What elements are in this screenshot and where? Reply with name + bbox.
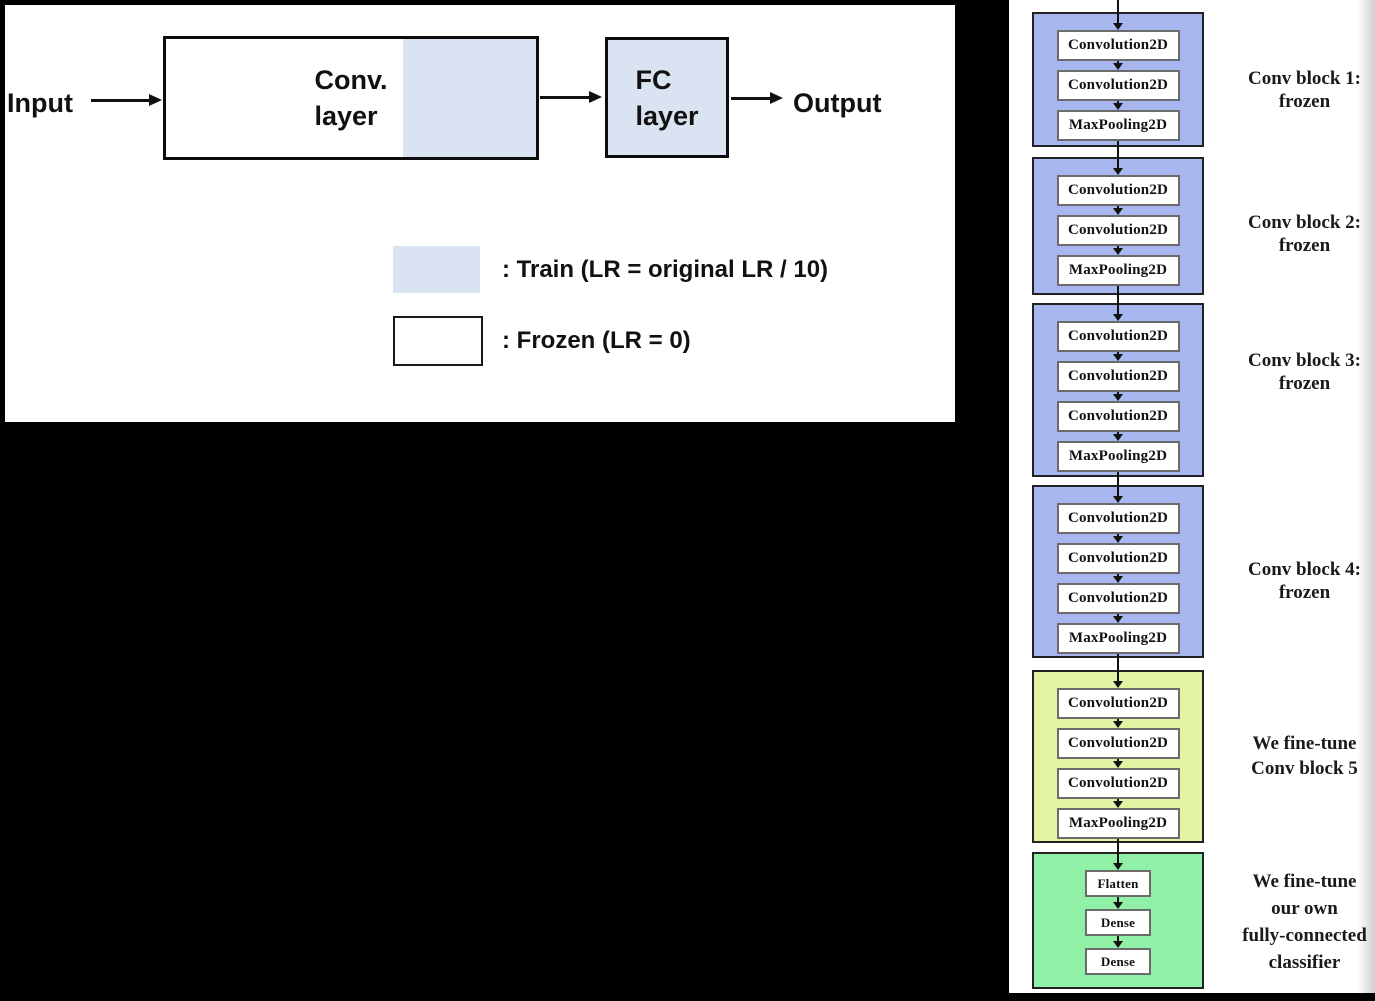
- layer-box: MaxPooling2D: [1056, 441, 1180, 472]
- connector-line: [1117, 0, 1119, 14]
- connector-line: [1117, 136, 1119, 159]
- label-line: We fine-tune: [1252, 871, 1357, 892]
- down-arrow-icon: [1034, 431, 1202, 441]
- layer-box: Convolution2D: [1056, 583, 1180, 614]
- label-line: Conv block 3:: [1248, 350, 1361, 371]
- fc-label-line2: layer: [635, 100, 699, 131]
- down-arrow-icon: [1034, 484, 1202, 503]
- down-arrow-icon: [1034, 302, 1202, 321]
- down-arrow-icon: [1034, 60, 1202, 70]
- layer-box: Convolution2D: [1056, 215, 1180, 246]
- label-line: frozen: [1278, 235, 1331, 256]
- layer-box: Convolution2D: [1056, 70, 1180, 101]
- block-label-2: Conv block 2: frozen: [1234, 211, 1375, 257]
- layer-box: MaxPooling2D: [1056, 110, 1180, 141]
- label-line: Conv block 5: [1251, 758, 1358, 779]
- conv-block-1: Convolution2D Convolution2D MaxPooling2D: [1032, 11, 1204, 147]
- down-arrow-icon: [1034, 669, 1202, 688]
- layer-box: Convolution2D: [1056, 503, 1180, 534]
- block-label-4: Conv block 4: frozen: [1234, 558, 1375, 604]
- label-line: Conv block 4:: [1248, 559, 1361, 580]
- legend-train-label: : Train (LR = original LR / 10): [502, 256, 829, 283]
- layer-box: Convolution2D: [1056, 321, 1180, 352]
- down-arrow-icon: [1034, 896, 1202, 909]
- label-line: frozen: [1278, 373, 1331, 394]
- layer-box: MaxPooling2D: [1056, 623, 1180, 654]
- right-arrow-icon: [731, 92, 783, 105]
- fc-label-line1: FC: [635, 64, 672, 95]
- layer-box: Convolution2D: [1056, 728, 1180, 759]
- block-label-3: Conv block 3: frozen: [1234, 349, 1375, 395]
- right-arrow-icon: [91, 94, 162, 107]
- right-arrow-icon: [540, 91, 602, 104]
- label-line: Conv block 2:: [1248, 212, 1361, 233]
- layer-box: Dense: [1085, 948, 1151, 975]
- down-arrow-icon: [1034, 613, 1202, 623]
- down-arrow-icon: [1034, 245, 1202, 255]
- conv-layer-box-label: Conv. layer: [315, 62, 388, 134]
- down-arrow-icon: [1034, 533, 1202, 543]
- connector-line: [1117, 647, 1119, 672]
- layer-box: Convolution2D: [1056, 543, 1180, 574]
- label-line: frozen: [1278, 91, 1331, 112]
- layer-box: MaxPooling2D: [1056, 255, 1180, 286]
- block-label-1: Conv block 1: frozen: [1234, 67, 1375, 113]
- layer-box: Convolution2D: [1056, 768, 1180, 799]
- conv-layer-box: Conv. layer: [163, 36, 539, 160]
- layer-box: MaxPooling2D: [1056, 808, 1180, 839]
- down-arrow-icon: [1034, 100, 1202, 110]
- legend-frozen-label: : Frozen (LR = 0): [502, 327, 691, 354]
- page-edge-shade: [1358, 0, 1375, 993]
- label-line: our own: [1271, 898, 1338, 919]
- input-label: Input: [7, 88, 73, 118]
- label-line: Conv block 1:: [1248, 68, 1361, 89]
- block-label-5: We fine-tune Conv block 5: [1234, 731, 1375, 781]
- flow-diagram-panel: Input Conv. layer FC layer Output : Trai…: [5, 5, 955, 422]
- down-arrow-icon: [1034, 718, 1202, 728]
- down-arrow-icon: [1034, 205, 1202, 215]
- connector-line: [1117, 466, 1119, 487]
- layer-box: Convolution2D: [1056, 688, 1180, 719]
- layer-box: Convolution2D: [1056, 175, 1180, 206]
- conv-block-3: Convolution2D Convolution2D Convolution2…: [1032, 302, 1204, 477]
- conv-block-4: Convolution2D Convolution2D Convolution2…: [1032, 484, 1204, 658]
- fc-layer-box-label: FC layer: [635, 62, 698, 134]
- down-arrow-icon: [1034, 798, 1202, 808]
- down-arrow-icon: [1034, 851, 1202, 870]
- output-label: Output: [793, 88, 882, 118]
- label-line: classifier: [1268, 952, 1341, 973]
- down-arrow-icon: [1034, 351, 1202, 361]
- layer-box: Convolution2D: [1056, 401, 1180, 432]
- architecture-panel: Convolution2D Convolution2D MaxPooling2D…: [1009, 0, 1375, 993]
- label-line: frozen: [1278, 582, 1331, 603]
- layer-box: Flatten: [1085, 870, 1151, 897]
- down-arrow-icon: [1034, 11, 1202, 30]
- down-arrow-icon: [1034, 935, 1202, 948]
- layer-box: Convolution2D: [1056, 361, 1180, 392]
- down-arrow-icon: [1034, 573, 1202, 583]
- block-label-6: We fine-tune our own fully-connected cla…: [1234, 868, 1375, 976]
- label-line: We fine-tune: [1252, 733, 1357, 754]
- legend-train-swatch: [393, 246, 480, 293]
- down-arrow-icon: [1034, 758, 1202, 768]
- fc-layer-box: FC layer: [605, 37, 729, 158]
- label-line: fully-connected: [1242, 925, 1367, 946]
- down-arrow-icon: [1034, 156, 1202, 175]
- connector-line: [1117, 832, 1119, 854]
- connector-line: [1117, 284, 1119, 305]
- conv-label-line1: Conv.: [314, 65, 388, 95]
- classifier-block: Flatten Dense Dense: [1032, 851, 1204, 989]
- legend-frozen-swatch: [393, 316, 483, 366]
- conv-block-2: Convolution2D Convolution2D MaxPooling2D: [1032, 156, 1204, 295]
- conv-block-5: Convolution2D Convolution2D Convolution2…: [1032, 669, 1204, 843]
- layer-box: Dense: [1085, 909, 1151, 936]
- layer-box: Convolution2D: [1056, 30, 1180, 61]
- conv-label-line2: layer: [314, 101, 378, 131]
- down-arrow-icon: [1034, 391, 1202, 401]
